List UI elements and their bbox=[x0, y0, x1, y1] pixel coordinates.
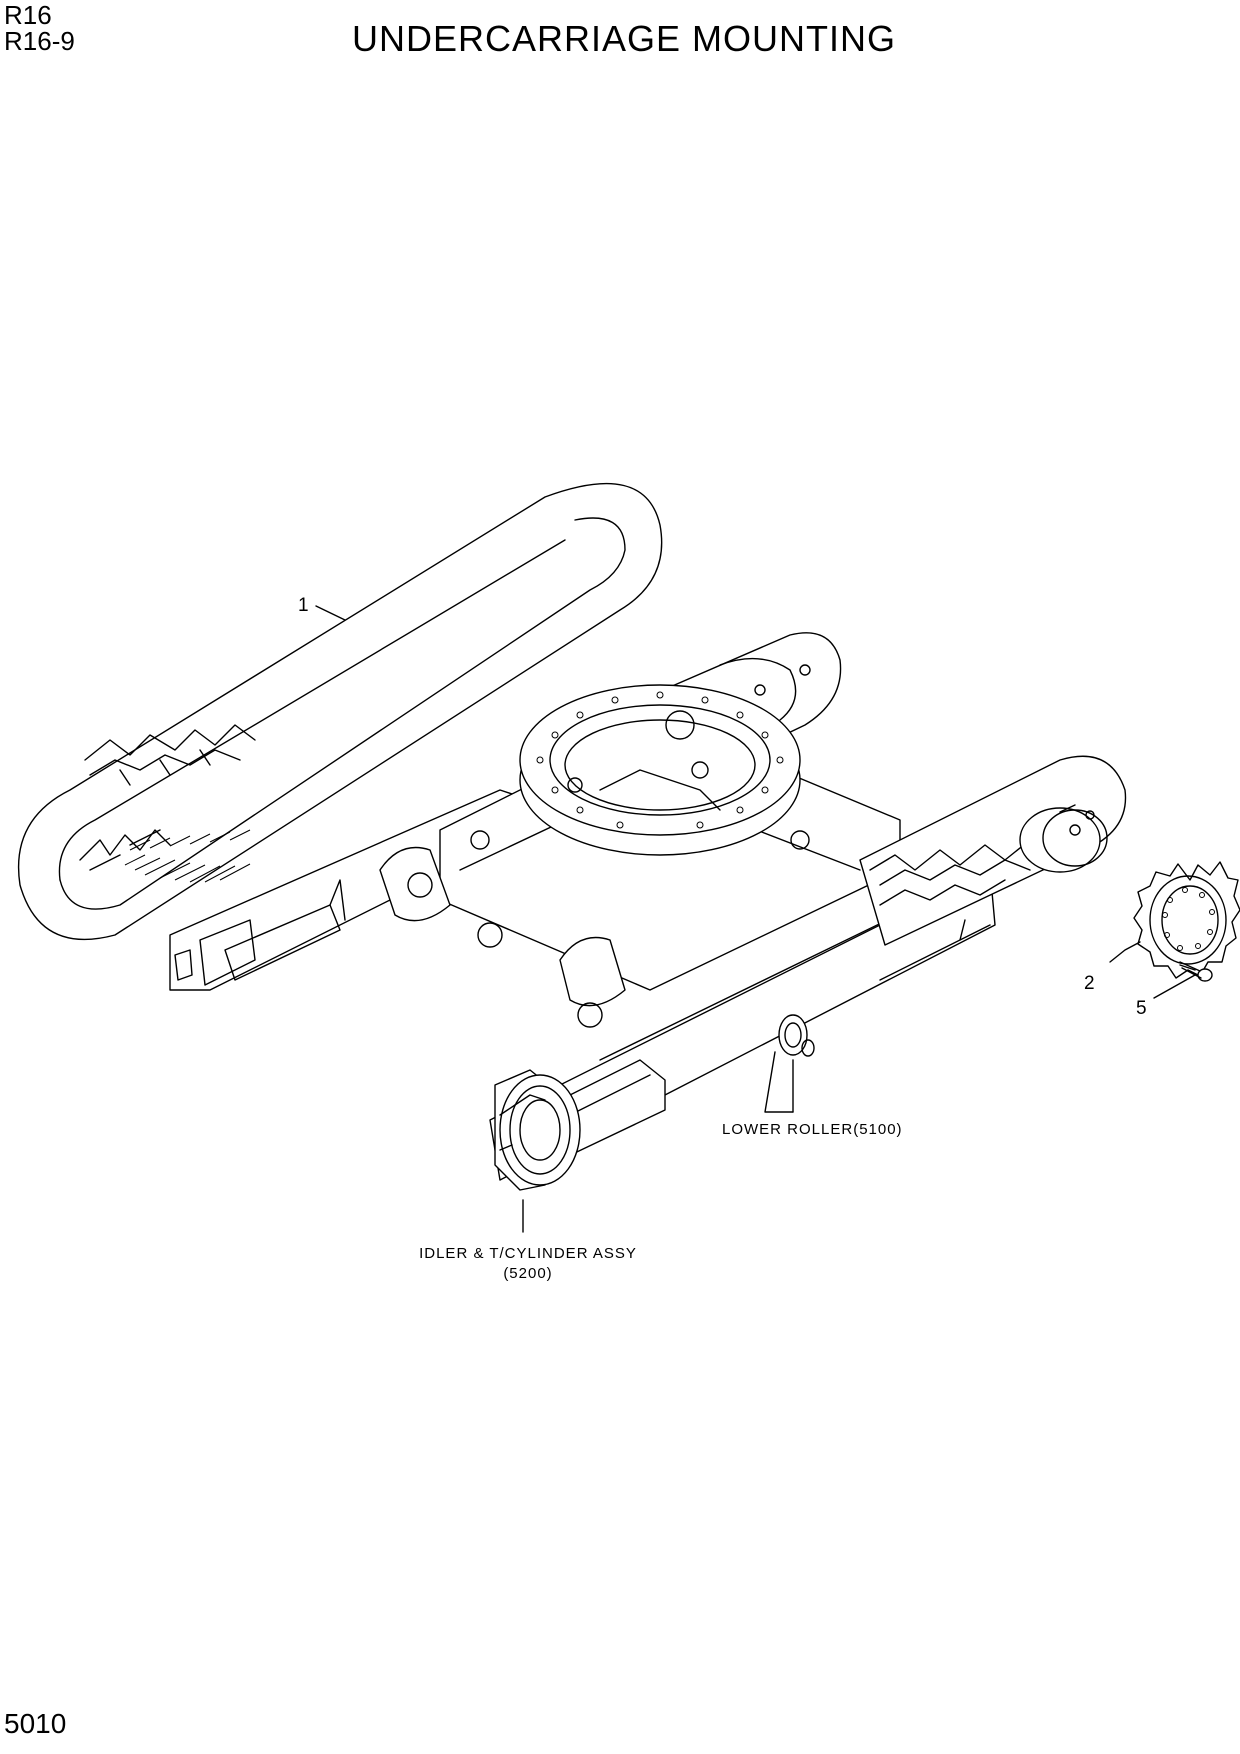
leader-item-2 bbox=[1109, 941, 1141, 963]
center-frame-body bbox=[379, 684, 901, 1028]
leader-item-5 bbox=[1153, 974, 1196, 999]
callout-item-5: 5 bbox=[1136, 998, 1147, 1019]
lower-roller-reference: LOWER ROLLER(5100) bbox=[722, 1121, 903, 1138]
page-title: UNDERCARRIAGE MOUNTING bbox=[352, 18, 897, 59]
rubber-track-right bbox=[859, 755, 1127, 946]
rubber-track-left bbox=[17, 482, 663, 941]
callout-item-1: 1 bbox=[298, 595, 309, 616]
leader-lower-roller-branch bbox=[764, 1051, 794, 1113]
model-label-primary: R16 bbox=[4, 0, 52, 30]
idler-reference-line2: (5200) bbox=[503, 1265, 552, 1282]
sprocket-bolt bbox=[1179, 961, 1213, 982]
callout-item-2: 2 bbox=[1084, 973, 1095, 994]
lower-roller bbox=[778, 1014, 815, 1057]
sprocket bbox=[1133, 861, 1240, 979]
model-label-secondary: R16-9 bbox=[4, 26, 75, 56]
leader-item-1 bbox=[315, 605, 346, 621]
travel-motor bbox=[1019, 804, 1108, 873]
page-number: 5010 bbox=[4, 1708, 67, 1739]
idler-wheel bbox=[494, 1069, 581, 1191]
idler-reference-line1: IDLER & T/CYLINDER ASSY bbox=[419, 1245, 637, 1262]
leader-lines bbox=[315, 605, 1196, 1233]
